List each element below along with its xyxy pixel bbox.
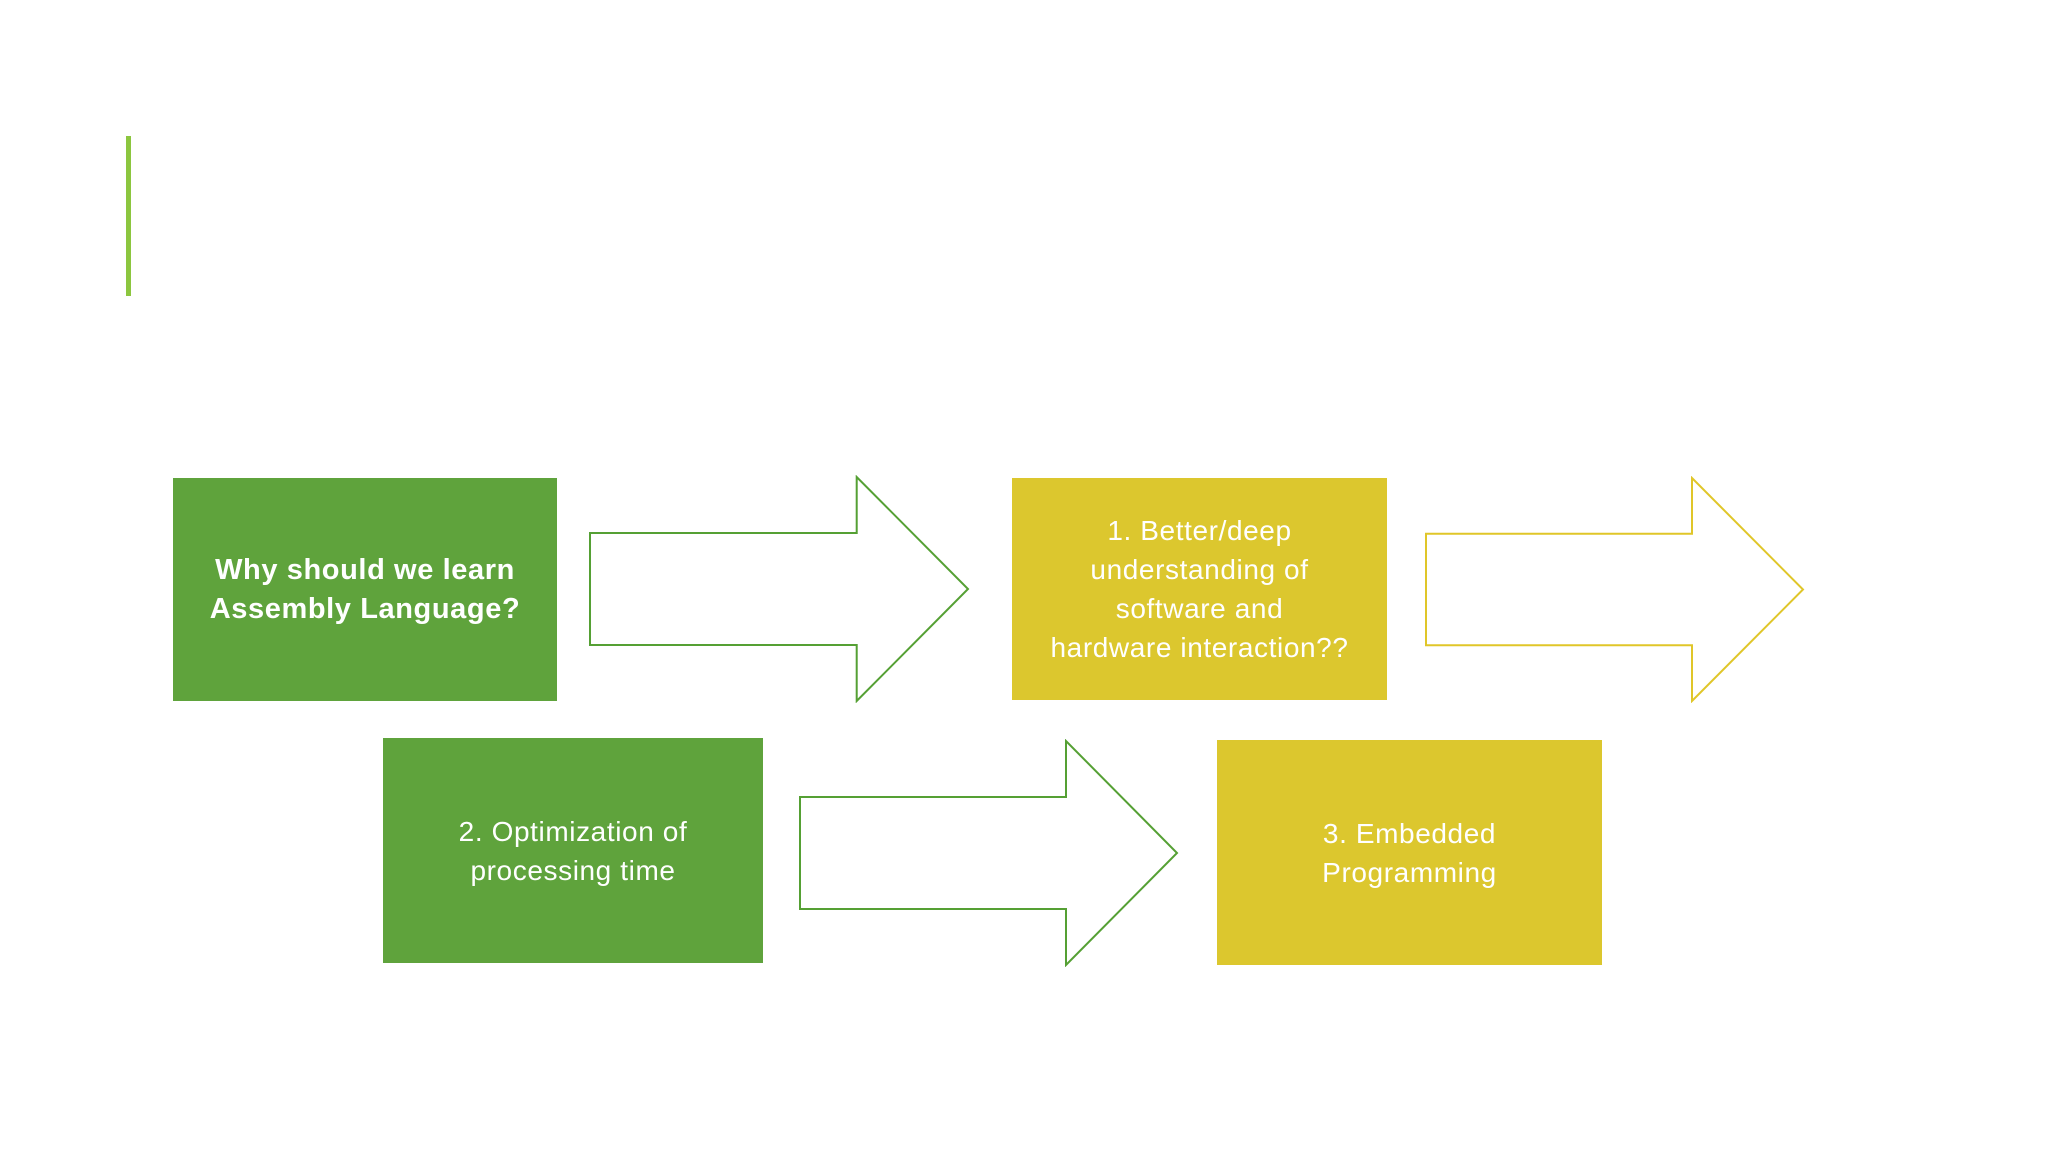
- right-arrow-icon: [799, 739, 1179, 967]
- flow-box-question: Why should we learn Assembly Language?: [173, 478, 557, 701]
- flow-box-reason-2: 2. Optimization of processing time: [383, 738, 763, 963]
- box-text-line: software and: [1115, 593, 1284, 624]
- box-text-line: hardware interaction??: [1050, 632, 1349, 663]
- right-arrow-icon: [589, 475, 970, 703]
- flow-arrow-3: [799, 739, 1179, 967]
- right-arrow-icon: [1425, 476, 1805, 703]
- flow-arrow-1: [589, 475, 970, 703]
- box-text-line: 1. Better/deep: [1107, 515, 1292, 546]
- box-text-line: Programming: [1322, 856, 1497, 888]
- accent-line: [126, 136, 131, 296]
- flow-box-reason-3: 3. Embedded Programming: [1217, 740, 1602, 965]
- flow-box-reason-1: 1. Better/deep understanding of software…: [1012, 478, 1387, 700]
- flow-arrow-2: [1425, 476, 1805, 703]
- box-text-line: 3. Embedded: [1322, 817, 1497, 849]
- box-text-line: 2. Optimization of: [458, 815, 688, 847]
- box-text-line: Why should we learn: [215, 553, 515, 586]
- box-text-line: processing time: [470, 854, 676, 886]
- box-text-line: understanding of: [1090, 554, 1309, 585]
- box-text-line: Assembly Language?: [209, 592, 521, 625]
